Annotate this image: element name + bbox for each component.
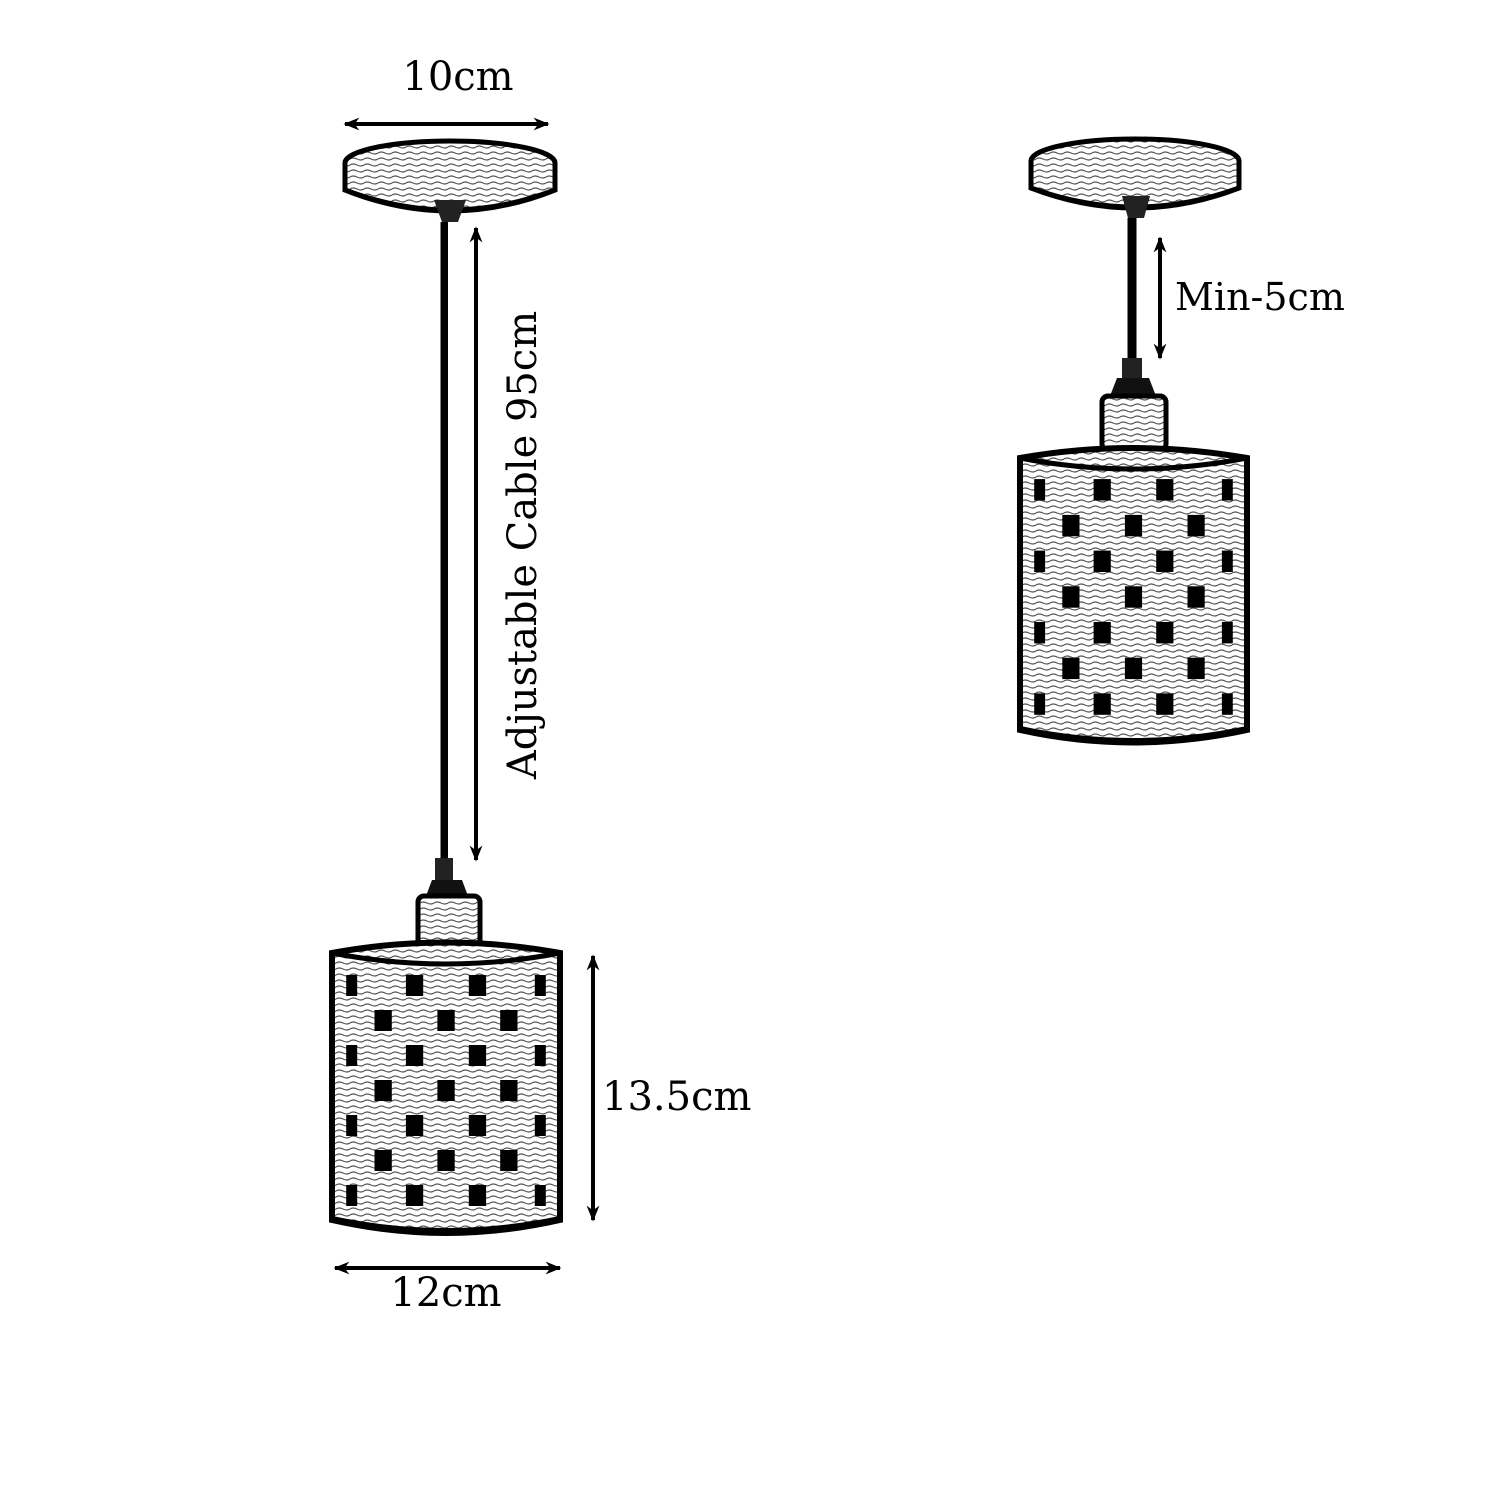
cutout-square — [1034, 693, 1046, 715]
cutout-square — [468, 1185, 487, 1206]
cutout-square — [1124, 657, 1143, 680]
cutout-square — [534, 1115, 546, 1136]
cutout-square — [405, 1185, 424, 1206]
cutout-square — [346, 1185, 358, 1206]
cutout-square — [346, 1115, 358, 1136]
cutout-square — [1187, 586, 1205, 608]
cutout-square — [346, 975, 358, 996]
canopy-width-label: 10cm — [402, 54, 513, 100]
cutout-square — [1093, 622, 1111, 644]
cutout-square — [500, 1010, 518, 1031]
cutout-square — [468, 1045, 487, 1066]
cutout-square — [1221, 479, 1233, 501]
cutout-square — [437, 1150, 455, 1171]
cutout-square — [1093, 693, 1111, 715]
cutout-square — [1187, 514, 1205, 537]
min-drop-label: Min-5cm — [1175, 275, 1345, 319]
cutout-square — [437, 1010, 455, 1031]
cutout-square — [1034, 622, 1046, 644]
cutout-square — [534, 1045, 546, 1066]
cutout-square — [1187, 657, 1205, 680]
cutout-square — [374, 1080, 392, 1101]
cutout-square — [1062, 657, 1080, 680]
cutout-square — [1124, 514, 1143, 537]
cutout-square — [534, 1185, 546, 1206]
cutout-square — [346, 1045, 358, 1066]
cutout-square — [405, 1045, 424, 1066]
cutout-square — [1062, 514, 1080, 537]
cutout-square — [1093, 479, 1111, 501]
left-ceiling-canopy — [342, 138, 558, 222]
cutout-square — [1221, 693, 1233, 715]
cutout-square — [1156, 622, 1174, 644]
shade-height-label: 13.5cm — [602, 1074, 751, 1120]
left-cage-shade — [329, 939, 563, 1236]
cutout-square — [1093, 550, 1111, 572]
cutout-square — [534, 975, 546, 996]
cutout-square — [1221, 550, 1233, 572]
right-pendant-lamp — [1017, 136, 1250, 746]
cutout-square — [1156, 550, 1174, 572]
cutout-square — [1034, 550, 1046, 572]
cable-length-label: Adjustable Cable 95cm — [500, 311, 546, 780]
right-lamp-holder — [1099, 378, 1169, 453]
cutout-square — [468, 1115, 487, 1136]
cutout-square — [405, 1115, 424, 1136]
cutout-square — [468, 975, 487, 996]
right-ceiling-canopy — [1028, 136, 1242, 218]
left-lamp-holder — [415, 880, 483, 949]
right-cage-shade — [1017, 445, 1250, 746]
cutout-square — [1124, 586, 1143, 608]
shade-width-label: 12cm — [390, 1270, 501, 1316]
cutout-square — [437, 1080, 455, 1101]
cutout-square — [500, 1080, 518, 1101]
cutout-square — [1221, 622, 1233, 644]
cutout-square — [374, 1010, 392, 1031]
cutout-square — [500, 1150, 518, 1171]
cutout-square — [1062, 586, 1080, 608]
cutout-square — [405, 975, 424, 996]
cutout-square — [1034, 479, 1046, 501]
cutout-square — [1156, 693, 1174, 715]
left-pendant-lamp — [329, 138, 563, 1236]
cutout-square — [1156, 479, 1174, 501]
cutout-square — [374, 1150, 392, 1171]
